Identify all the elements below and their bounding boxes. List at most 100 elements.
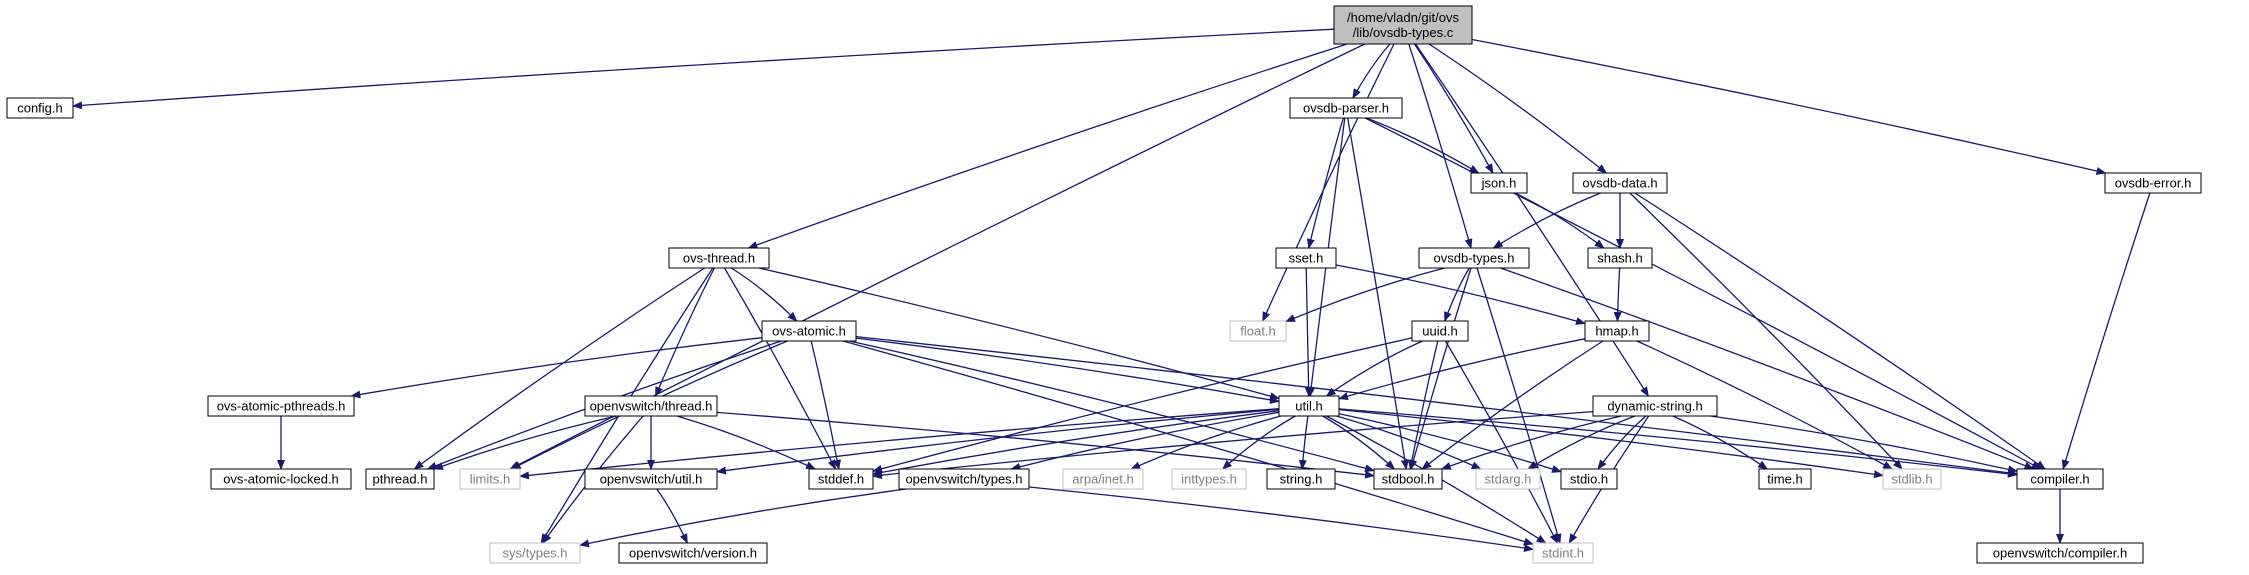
edge-dynstr-to-stdarg [1527,415,1636,470]
node-box-stdio [1560,468,1618,490]
edge-util-to-stdlib [1338,408,1884,479]
node-label-arpa: arpa/inet.h [1072,472,1133,487]
node-box-arpa [1062,468,1144,490]
node-dynstr[interactable]: dynamic-string.h [1592,395,1718,417]
node-arpa[interactable]: arpa/inet.h [1062,468,1144,490]
node-compiler[interactable]: compiler.h [2016,468,2104,490]
node-owversion[interactable]: openvswitch/version.h [618,542,768,564]
node-string[interactable]: string.h [1266,468,1336,490]
nodes-layer: /home/vladn/git/ovs/lib/ovsdb-types.c con… [6,5,2202,564]
node-systypes[interactable]: sys/types.h [489,542,581,564]
edge-owthread-to-stdbool [716,411,1375,479]
node-label-stdio: stdio.h [1570,472,1608,487]
node-box-atomic [761,320,857,342]
node-label-atomic: ovs-atomic.h [772,324,846,339]
edge-error-to-compiler [2061,192,2151,470]
node-types[interactable]: ovsdb-types.h [1418,247,1530,269]
node-box-dynstr [1592,395,1718,417]
node-box-stdbool [1373,468,1443,490]
edge-root-to-data [1428,43,1608,174]
node-label-json: json.h [1481,176,1517,191]
node-box-ovsthread [668,247,770,269]
node-box-time [1758,468,1812,490]
edge-ovsthread-to-pthread [413,267,705,470]
node-owtypes[interactable]: openvswitch/types.h [898,468,1030,490]
node-label-systypes: sys/types.h [502,546,567,561]
node-label-time: time.h [1767,472,1802,487]
node-json[interactable]: json.h [1470,172,1528,194]
edge-dynstr-to-stdio [1597,415,1647,470]
edge-util-to-owutil [716,408,1280,475]
node-ovsthread[interactable]: ovs-thread.h [668,247,770,269]
node-data[interactable]: ovsdb-data.h [1572,172,1668,194]
node-parser[interactable]: ovsdb-parser.h [1289,97,1403,119]
node-box-owtypes [898,468,1030,490]
node-label-stddef: stddef.h [818,472,864,487]
edge-root-to-error [1471,38,2107,175]
node-label-ovsthread: ovs-thread.h [683,251,755,266]
edge-ovsthread-to-atomic [730,267,798,322]
node-box-stdlib [1882,468,1942,490]
node-atomicpth[interactable]: ovs-atomic-pthreads.h [207,395,355,417]
edge-uuid-to-util [1325,340,1423,397]
edge-root-to-parser [1352,43,1391,99]
edge-owtypes-to-systypes [579,488,907,548]
node-owthread[interactable]: openvswitch/thread.h [584,395,718,417]
node-stdio[interactable]: stdio.h [1560,468,1618,490]
edge-hmap-to-stdbool [1421,340,1604,470]
node-label-atomicpth: ovs-atomic-pthreads.h [217,399,346,414]
node-config[interactable]: config.h [6,97,74,119]
edge-atomic-to-atomicpth [350,337,763,399]
node-pthread[interactable]: pthread.h [365,468,435,490]
edge-dynstr-to-time [1672,415,1769,470]
node-util[interactable]: util.h [1278,395,1340,417]
node-root[interactable]: /home/vladn/git/ovs/lib/ovsdb-types.c [1333,5,1473,45]
edge-atomic-to-util [855,337,1280,404]
node-atomic[interactable]: ovs-atomic.h [761,320,857,342]
node-stdlib[interactable]: stdlib.h [1882,468,1942,490]
node-atomiclocked[interactable]: ovs-atomic-locked.h [210,468,352,490]
node-label-error: ovsdb-error.h [2115,176,2192,191]
edge-util-to-compiler [1338,408,2018,478]
node-error[interactable]: ovsdb-error.h [2104,172,2202,194]
node-shash[interactable]: shash.h [1587,247,1653,269]
node-label-owthread: openvswitch/thread.h [590,399,713,414]
node-stddef[interactable]: stddef.h [808,468,874,490]
node-stdbool[interactable]: stdbool.h [1373,468,1443,490]
node-uuid[interactable]: uuid.h [1411,320,1469,342]
edge-uuid-to-stdbool [1408,340,1439,470]
node-box-owutil [584,468,718,490]
node-box-pthread [365,468,435,490]
node-hmap[interactable]: hmap.h [1584,320,1650,342]
node-owcompiler[interactable]: openvswitch/compiler.h [1976,542,2144,564]
node-label-parser: ovsdb-parser.h [1303,101,1389,116]
edge-root-to-float [1262,43,1395,322]
edge-dynstr-to-stddef [872,410,1594,480]
node-label-uuid: uuid.h [1422,324,1457,339]
node-box-stdint [1532,542,1594,564]
node-box-systypes [489,542,581,564]
node-inttypes[interactable]: inttypes.h [1171,468,1247,490]
node-float[interactable]: float.h [1229,320,1287,342]
edge-data-to-stdlib [1629,192,1903,470]
edge-parser-to-json [1366,117,1480,174]
node-stdint[interactable]: stdint.h [1532,542,1594,564]
node-label-owcompiler: openvswitch/compiler.h [1993,546,2127,561]
node-label-root: /lib/ovsdb-types.c [1353,25,1454,40]
node-sset[interactable]: sset.h [1275,247,1337,269]
node-limits[interactable]: limits.h [459,468,521,490]
edge-owtypes-to-stdint [1028,486,1534,552]
node-label-data: ovsdb-data.h [1582,176,1657,191]
edge-dynstr-to-compiler [1710,415,2018,474]
node-box-float [1229,320,1287,342]
node-box-owcompiler [1976,542,2144,564]
node-label-owversion: openvswitch/version.h [629,546,757,561]
edge-parser-to-stdbool [1347,117,1409,470]
node-label-root: /home/vladn/git/ovs [1347,10,1460,25]
edge-atomic-to-compiler [855,335,2018,477]
node-owutil[interactable]: openvswitch/util.h [584,468,718,490]
node-time[interactable]: time.h [1758,468,1812,490]
node-stdarg[interactable]: stdarg.h [1475,468,1541,490]
node-label-pthread: pthread.h [373,472,428,487]
edge-ovsthread-to-stddef [723,267,837,470]
